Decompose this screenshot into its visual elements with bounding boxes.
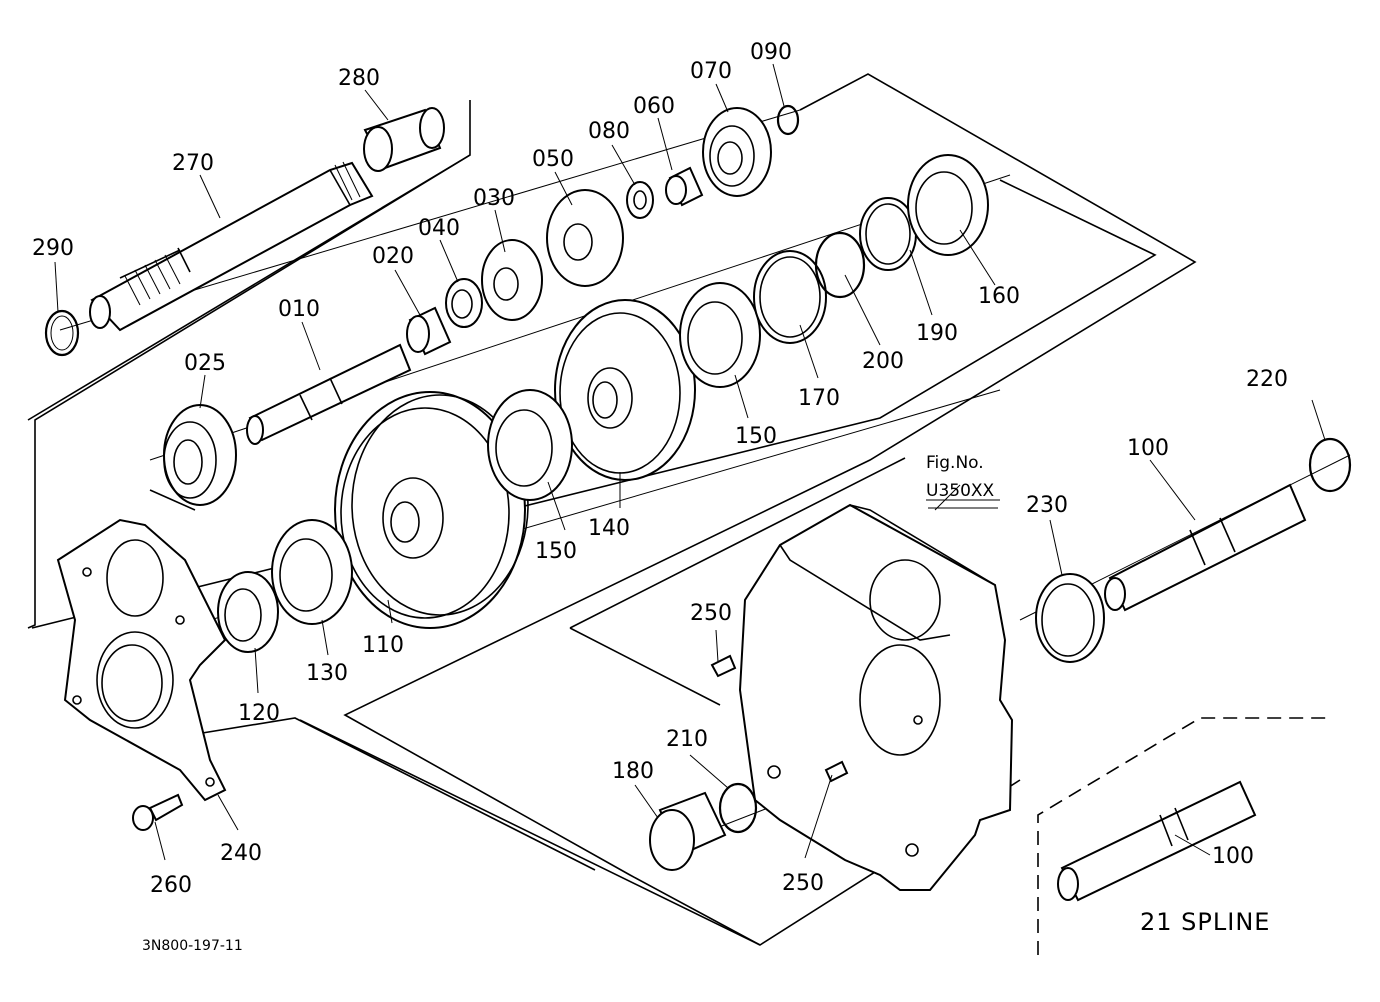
part-label-230: 230: [1026, 493, 1068, 518]
part-label-200: 200: [862, 349, 904, 374]
part-label-120: 120: [238, 701, 280, 726]
gear-050: [546, 189, 624, 287]
inset-21-spline: [1037, 717, 1330, 955]
gear-030: [481, 239, 543, 321]
part-label-130: 130: [306, 661, 348, 686]
figure-reference: Fig.No. U350XX: [926, 453, 1000, 501]
bolt-260: [132, 793, 184, 831]
bearing-070: [702, 107, 772, 197]
part-labels: 280 270 290 010 020 025 030 040 050 060 …: [32, 40, 1288, 898]
pin-250-upper: [710, 654, 737, 678]
figure-reference-line2: U350XX: [926, 481, 995, 501]
part-label-040: 040: [418, 216, 460, 241]
part-label-030: 030: [473, 186, 515, 211]
leader-lines: [54, 63, 1326, 861]
o-ring-210: [718, 782, 758, 834]
part-label-240: 240: [220, 841, 262, 866]
part-label-260: 260: [150, 873, 192, 898]
part-label-025: 025: [184, 351, 226, 376]
spline-teeth: [124, 161, 361, 306]
bearing-130: [271, 519, 353, 625]
shaft-100-upper: [1104, 483, 1307, 612]
snap-ring-090: [776, 104, 800, 136]
part-label-180: 180: [612, 759, 654, 784]
gear-110: [334, 391, 529, 629]
part-label-110: 110: [362, 633, 404, 658]
seal-230: [1035, 573, 1105, 663]
bearing-160: [907, 154, 989, 256]
bearing-150-upper: [679, 282, 761, 388]
part-label-100-upper: 100: [1127, 436, 1169, 461]
cover-plate-240: [56, 518, 227, 802]
part-label-170: 170: [798, 386, 840, 411]
snap-ring-220: [1308, 437, 1352, 493]
transmission-case: [738, 503, 1014, 891]
sleeve-280: [363, 107, 445, 172]
washer-080: [626, 181, 654, 219]
shaft-010: [246, 343, 412, 445]
washer-040: [445, 278, 483, 328]
part-label-080: 080: [588, 119, 630, 144]
shaft-270: [89, 161, 374, 332]
washer-190: [859, 197, 917, 271]
variant-caption: 21 SPLINE: [1140, 908, 1270, 936]
part-label-220: 220: [1246, 367, 1288, 392]
part-label-250-upper: 250: [690, 601, 732, 626]
bearing-120: [217, 571, 279, 653]
part-label-270: 270: [172, 151, 214, 176]
part-label-190: 190: [916, 321, 958, 346]
part-label-280: 280: [338, 66, 380, 91]
part-label-020: 020: [372, 244, 414, 269]
part-label-050: 050: [532, 147, 574, 172]
bearing-025: [163, 404, 237, 506]
part-label-070: 070: [690, 59, 732, 84]
part-label-150-lower: 150: [535, 539, 577, 564]
part-label-150-upper: 150: [735, 424, 777, 449]
snap-ring-200: [814, 231, 866, 299]
part-label-290: 290: [32, 236, 74, 261]
sleeve-180: [649, 791, 727, 871]
ring-170: [753, 250, 827, 344]
gear-140: [554, 299, 696, 481]
part-label-060: 060: [633, 94, 675, 119]
part-label-160: 160: [978, 284, 1020, 309]
part-label-100-inset: 100: [1212, 844, 1254, 869]
snap-ring-290: [44, 309, 80, 357]
part-label-210: 210: [666, 727, 708, 752]
figure-code: 3N800-197-11: [142, 938, 243, 954]
part-label-250-lower: 250: [782, 871, 824, 896]
part-label-090: 090: [750, 40, 792, 65]
bushing-020: [406, 306, 452, 356]
bearing-150-lower: [487, 389, 573, 501]
collar-060: [665, 166, 704, 207]
figure-reference-line1: Fig.No.: [926, 453, 984, 473]
part-label-140: 140: [588, 516, 630, 541]
part-label-010: 010: [278, 297, 320, 322]
